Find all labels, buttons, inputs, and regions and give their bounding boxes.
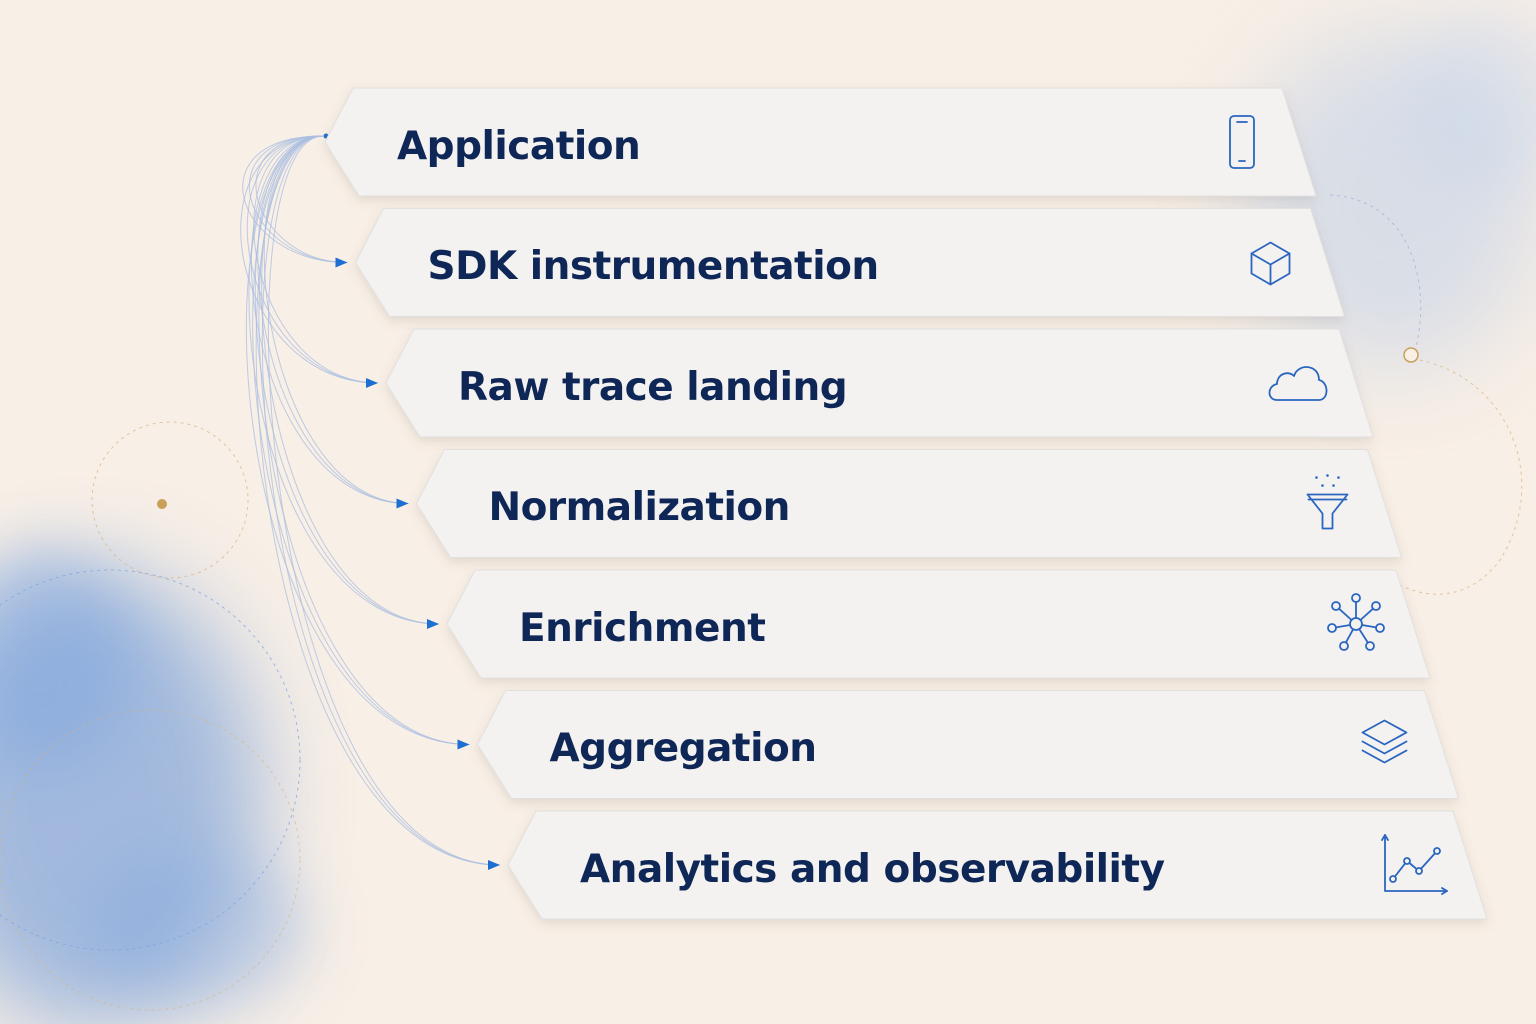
stage-label: SDK instrumentation bbox=[427, 244, 880, 289]
layers-icon bbox=[1361, 719, 1408, 764]
decorative-orbits bbox=[0, 194, 1523, 1011]
arrowhead bbox=[335, 257, 348, 268]
connector-line bbox=[252, 135, 470, 745]
stage-label: Normalization bbox=[488, 485, 791, 530]
stage-card-7 bbox=[507, 810, 1488, 920]
connector-line bbox=[255, 135, 501, 866]
stage-card-6 bbox=[476, 690, 1460, 799]
arrowhead bbox=[396, 498, 409, 509]
stage-card-5 bbox=[446, 569, 1431, 679]
arrowhead bbox=[488, 860, 500, 870]
stage-card-2 bbox=[354, 208, 1346, 317]
connector-line bbox=[253, 135, 379, 384]
stage-label: Application bbox=[397, 123, 641, 169]
cloud-icon bbox=[1268, 366, 1328, 401]
cube-icon bbox=[1250, 241, 1291, 286]
connector-line bbox=[245, 135, 470, 745]
connector-line bbox=[261, 135, 501, 866]
connector-line bbox=[258, 135, 470, 745]
connector-line bbox=[255, 135, 348, 263]
connector-line bbox=[257, 135, 409, 504]
stage-card-4 bbox=[415, 449, 1403, 558]
stage-card-1 bbox=[324, 87, 1317, 197]
arrowhead bbox=[366, 378, 378, 388]
stage-card-3 bbox=[385, 328, 1374, 438]
stage-label: Analytics and observability bbox=[580, 846, 1165, 892]
funnel-icon bbox=[1306, 474, 1349, 530]
stage-label: Raw trace landing bbox=[458, 364, 848, 410]
arrowhead bbox=[427, 619, 439, 629]
line-chart-icon bbox=[1381, 834, 1448, 895]
connector-line bbox=[267, 135, 501, 866]
connector-line bbox=[248, 135, 348, 263]
stage-cards bbox=[324, 87, 1488, 920]
network-nodes-icon bbox=[1327, 593, 1385, 651]
stage-icons bbox=[1229, 115, 1448, 895]
connector-line bbox=[248, 135, 440, 625]
gold-ring-node bbox=[1403, 347, 1419, 363]
connector-line bbox=[254, 135, 440, 625]
arrowhead bbox=[457, 739, 470, 750]
smartphone-icon bbox=[1229, 115, 1255, 169]
stage-label: Enrichment bbox=[519, 605, 766, 651]
stage-label: Aggregation bbox=[549, 726, 818, 771]
gold-dot bbox=[157, 499, 167, 509]
